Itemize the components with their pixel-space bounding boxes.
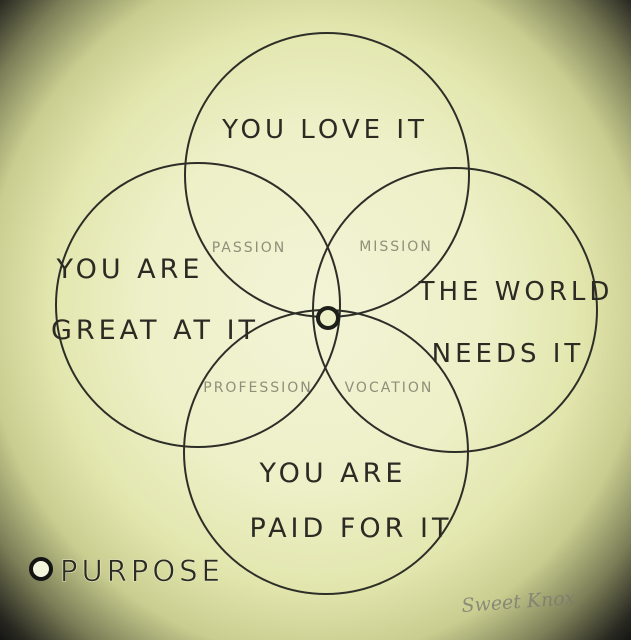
label-passion: PASSION bbox=[212, 240, 287, 256]
watermark-signature: Sweet Knox bbox=[461, 587, 577, 617]
circle-great-at-it bbox=[55, 162, 341, 448]
circle-you-love-it bbox=[184, 32, 470, 318]
legend-purpose-marker bbox=[29, 557, 53, 581]
label-great-at-it-line1: YOU ARE bbox=[56, 254, 204, 285]
label-world-needs-it-line1: THE WORLD bbox=[418, 277, 614, 307]
label-profession: PROFESSION bbox=[203, 380, 312, 396]
purpose-center-marker bbox=[316, 306, 340, 330]
label-paid-for-it-line1: YOU ARE bbox=[259, 458, 407, 489]
circle-world-needs-it bbox=[312, 167, 598, 453]
label-you-love-it: YOU LOVE IT bbox=[221, 115, 428, 145]
label-great-at-it-line2: GREAT AT IT bbox=[51, 315, 259, 346]
label-world-needs-it-line2: NEEDS IT bbox=[432, 339, 585, 369]
legend-purpose-label: PURPOSE bbox=[60, 554, 224, 588]
circle-paid-for-it bbox=[183, 309, 469, 595]
label-vocation: VOCATION bbox=[345, 380, 434, 396]
label-mission: MISSION bbox=[359, 239, 433, 255]
label-paid-for-it-line2: PAID FOR IT bbox=[250, 513, 453, 544]
